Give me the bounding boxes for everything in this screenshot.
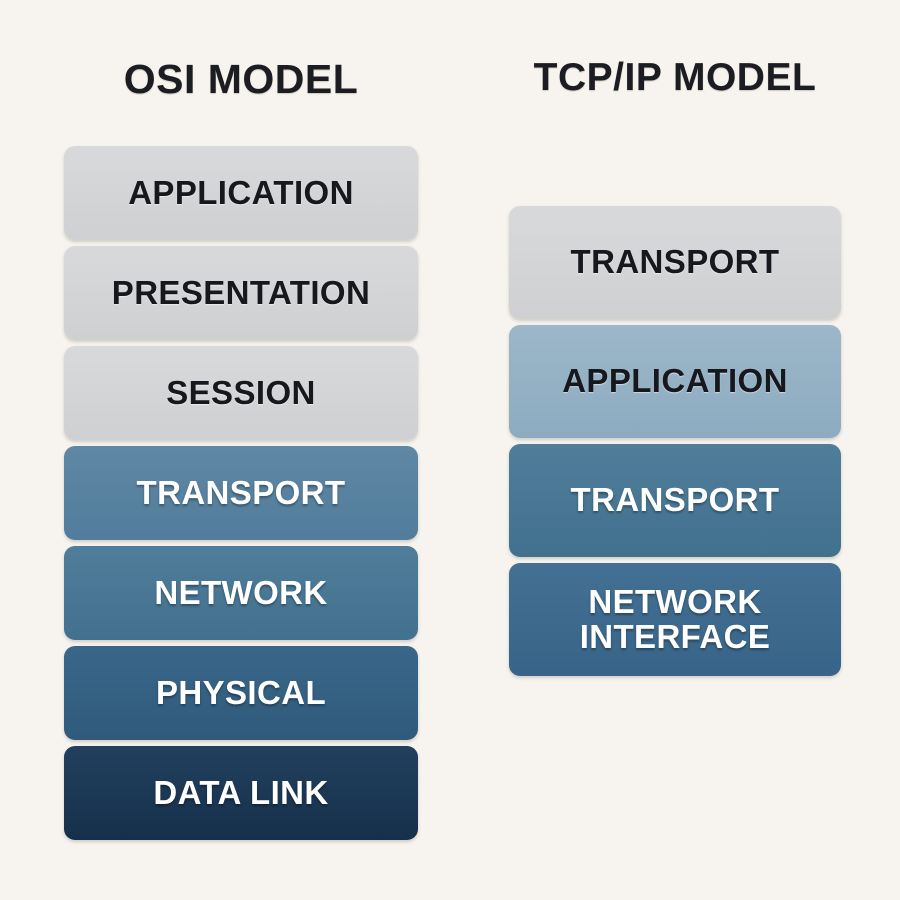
tcpip-layer-transport-top-label: TRANSPORT: [570, 243, 780, 281]
osi-layer-application[interactable]: APPLICATION: [64, 146, 418, 240]
tcpip-layer-network-interface-label: NETWORK INTERFACE: [579, 582, 771, 655]
tcpip-layer-application[interactable]: APPLICATION: [509, 325, 841, 438]
osi-layer-network[interactable]: NETWORK: [64, 546, 418, 640]
osi-layer-data-link-label: DATA LINK: [153, 773, 329, 811]
tcpip-layer-network-interface[interactable]: NETWORK INTERFACE: [509, 563, 841, 676]
osi-layer-presentation-label: PRESENTATION: [111, 273, 371, 311]
osi-layer-stack: APPLICATION PRESENTATION SESSION TRANSPO…: [64, 146, 418, 840]
tcpip-layer-transport[interactable]: TRANSPORT: [509, 444, 841, 557]
osi-layer-application-label: APPLICATION: [128, 173, 354, 211]
tcpip-layer-stack: TRANSPORT APPLICATION TRANSPORT NETWORK …: [509, 206, 841, 676]
osi-layer-network-label: NETWORK: [154, 573, 328, 611]
osi-layer-session[interactable]: SESSION: [64, 346, 418, 440]
osi-layer-session-label: SESSION: [166, 373, 316, 411]
osi-layer-physical[interactable]: PHYSICAL: [64, 646, 418, 740]
osi-layer-presentation[interactable]: PRESENTATION: [64, 246, 418, 340]
tcpip-model-title: TCP/IP MODEL: [533, 56, 817, 99]
osi-layer-physical-label: PHYSICAL: [155, 673, 327, 711]
osi-layer-transport[interactable]: TRANSPORT: [64, 446, 418, 540]
tcpip-layer-transport-label: TRANSPORT: [570, 481, 780, 519]
tcpip-layer-application-label: APPLICATION: [562, 362, 788, 400]
tcpip-layer-transport-top[interactable]: TRANSPORT: [509, 206, 841, 319]
osi-model-title: OSI MODEL: [123, 56, 359, 102]
osi-layer-data-link[interactable]: DATA LINK: [64, 746, 418, 840]
osi-layer-transport-label: TRANSPORT: [136, 473, 346, 511]
